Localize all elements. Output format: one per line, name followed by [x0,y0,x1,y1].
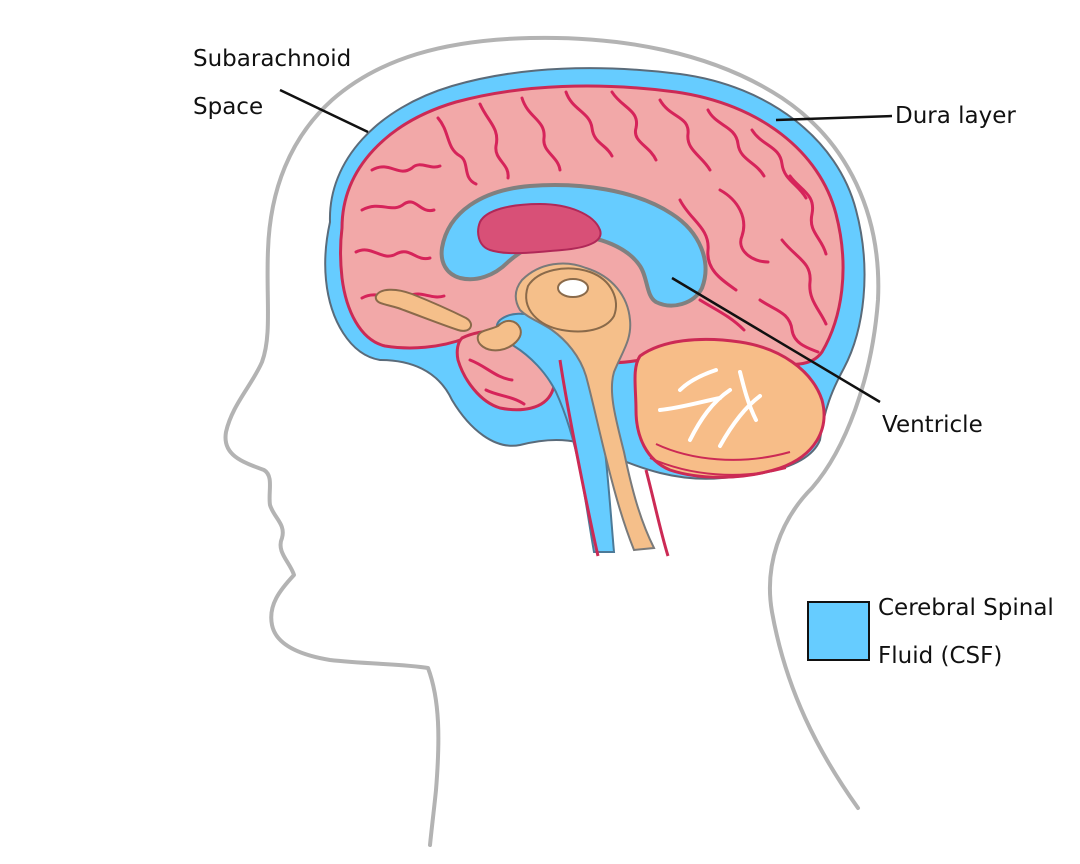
label-dura-layer: Dura layer [895,103,1016,129]
label-ventricle: Ventricle [882,412,983,438]
spinal-outline-right [644,469,670,557]
pituitary [476,320,522,352]
subarachnoid-pointer [279,88,369,134]
head-outline [223,35,881,847]
thalamus-highlight [557,278,589,298]
legend-csf-swatch [807,601,870,661]
legend-csf-label-line1: Cerebral Spinal [878,595,1054,621]
legend-csf-label-line2: Fluid (CSF) [878,643,1003,669]
ventricle-pointer [671,276,881,404]
olfactory-region [374,288,473,332]
spinal-outline-left [558,359,600,557]
brainstem [514,262,656,552]
corpus-callosum [477,202,602,255]
thalamus [525,267,617,333]
label-subarachnoid-line2: Space [193,94,264,120]
label-subarachnoid-line1: Subarachnoid [193,46,352,72]
dura-pointer [775,114,893,122]
cerebellum [633,337,826,479]
